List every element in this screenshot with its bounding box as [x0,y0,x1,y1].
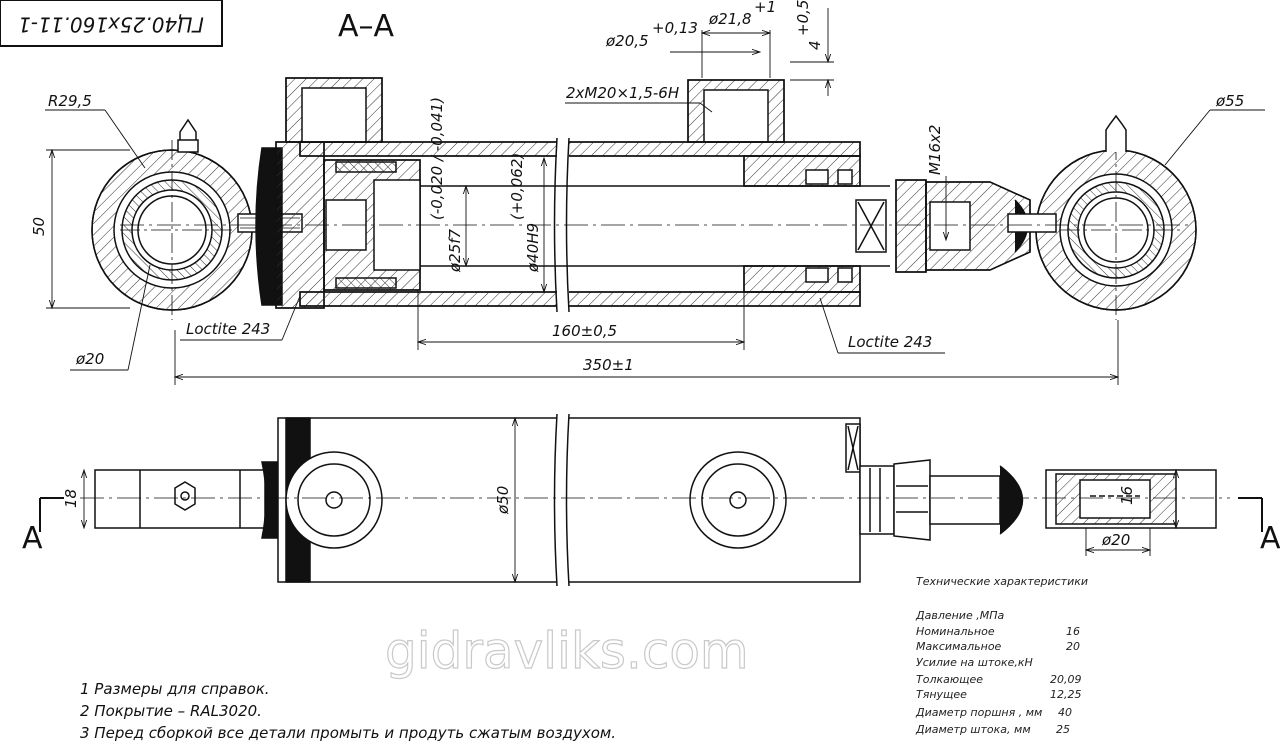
spec-value: 16 [1066,625,1080,638]
dim-total-length: 350±1 [583,356,634,374]
dim-depth-tol: +0,5 [794,0,812,36]
spec-label: Тянущее [916,688,967,701]
dim-height-50: 50 [30,217,48,236]
dim-d-spot-tol: +1 [754,0,776,16]
section-view [91,77,1197,320]
section-title: А–А [338,9,395,44]
spec-label: Диаметр штока, мм [915,723,1031,736]
spec-value: 20,09 [1050,673,1082,686]
dim-thread-ports: 2хМ20×1,5-6Н [566,84,679,102]
section-mark-left: А [22,521,43,556]
dim-d-spot: ø21,8 [708,10,752,28]
spec-label: Максимальное [916,640,1002,653]
rod-gland [743,155,861,293]
dim-d-bore: ø40H9 [524,223,542,273]
dim-d-rod: ø25f7 [446,228,464,273]
tube-wall-bottom [299,291,861,307]
dim-r-eye: R29,5 [48,92,92,110]
dim-d-tube: ø50 [494,486,512,515]
left-eye [91,118,303,320]
dim-stroke: 160±0,5 [552,322,617,340]
watermark-text: gidravliks.com [385,622,749,680]
dim-d-port-tol: +0,13 [652,19,698,37]
note-3: 3 Перед сборкой все детали промыть и про… [80,724,616,742]
dim-d-bore-tol: (+0,062) [508,153,526,220]
loctite-right-label: Loctite 243 [848,333,932,351]
exterior-view [80,413,1230,587]
spec-label: Толкающее [916,673,983,686]
dim-d-port: ø20,5 [605,32,649,50]
notes: 1 Размеры для справок. 2 Покрытие – RAL3… [80,680,616,742]
spec-label: Номинальное [916,625,995,638]
piston-rod [420,185,890,267]
dim-depth: 4 [806,40,824,50]
specs-table: Технические характеристики Давление ,МПа… [915,575,1088,736]
dim-width-18: 18 [62,489,80,508]
tube-wall-top [299,141,861,157]
spec-value: 25 [1056,723,1070,736]
dim-d-rod-tol: (-0,020 / -0,041) [428,97,446,220]
dimension-lines [45,8,1265,385]
spec-value: 40 [1058,706,1072,719]
right-eye [1007,114,1197,320]
spec-value: 20 [1066,640,1080,653]
spec-label: Давление ,МПа [915,609,1004,622]
loctite-left-label: Loctite 243 [186,320,270,338]
spec-value: 12,25 [1050,688,1082,701]
dim-d-pin-left: ø20 [75,350,104,368]
dim-width-16: 16 [1118,486,1136,505]
designation-stamp: ГЦ40.25х160.11-1 [0,0,223,47]
dim-d-eye-right: ø55 [1215,92,1244,110]
exterior-dimensions [39,418,1263,582]
note-1: 1 Размеры для справок. [80,680,270,698]
section-mark-right: А [1260,521,1280,556]
specs-title: Технические характеристики [916,575,1088,588]
dim-thread-rod: М16х2 [926,125,944,175]
dim-d-pin-right: ø20 [1101,531,1130,549]
spec-label: Усилие на штоке,кН [916,656,1033,669]
spec-label: Диаметр поршня , мм [915,706,1042,719]
note-2: 2 Покрытие – RAL3020. [80,702,262,720]
designation-text: ГЦ40.25х160.11-1 [18,13,204,37]
rod-end-nut [895,179,1031,273]
